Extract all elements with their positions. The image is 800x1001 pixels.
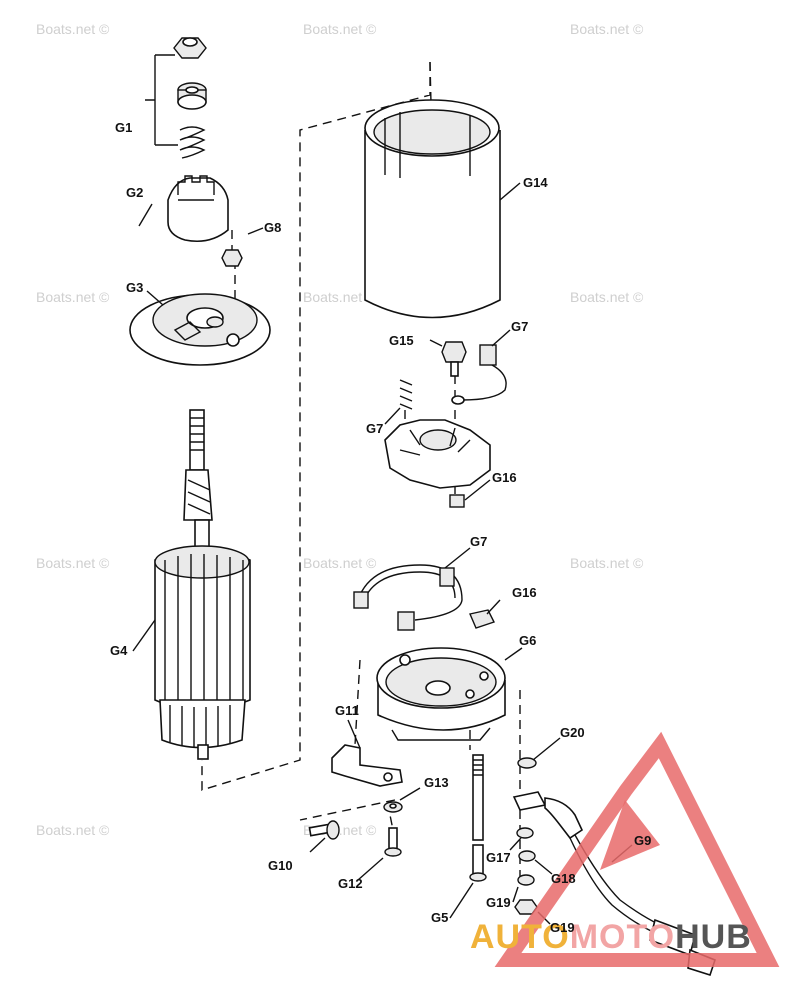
label-g7-spring: G7 — [366, 421, 383, 436]
watermark: Boats.net © — [36, 555, 110, 571]
part-g5-through-bolt — [469, 754, 487, 882]
part-g7-brush-lower — [353, 564, 463, 631]
part-g20-washer — [517, 757, 537, 769]
part-g18-washer — [518, 850, 536, 862]
watermark: Boats.net © — [303, 555, 377, 571]
part-g19-washer — [517, 874, 535, 886]
label-g1: G1 — [115, 120, 132, 135]
part-g7-brush-upper — [399, 344, 507, 410]
brand-logo: AUTOMOTOHUB — [470, 731, 780, 967]
label-g7-upper: G7 — [511, 319, 528, 334]
watermark: Boats.net © — [570, 555, 644, 571]
watermark: Boats.net © — [36, 21, 110, 37]
part-g16-clip-lower — [469, 609, 495, 629]
label-g10: G10 — [268, 858, 293, 873]
part-g3-drive-end-cap — [129, 293, 271, 366]
part-g15-bolt — [441, 341, 467, 377]
part-g10-bolt — [308, 820, 340, 840]
label-g7-lower: G7 — [470, 534, 487, 549]
svg-text:AUTOMOTOHUB: AUTOMOTOHUB — [470, 918, 752, 956]
brand-moto: MOTO — [570, 918, 675, 956]
watermark: Boats.net © — [570, 21, 644, 37]
watermark: Boats.net © — [303, 21, 377, 37]
part-g17-washer — [516, 827, 534, 839]
label-g15: G15 — [389, 333, 414, 348]
part-g8-small-nut — [221, 249, 243, 267]
label-g11: G11 — [335, 703, 359, 718]
watermark: Boats.net © — [303, 289, 377, 305]
part-g11-bracket — [331, 744, 403, 787]
label-g16-lower: G16 — [512, 585, 537, 600]
part-g13-washer — [383, 801, 403, 813]
part-g16-clip-upper — [449, 494, 465, 508]
label-g19-right: G19 — [550, 920, 575, 935]
label-g3: G3 — [126, 280, 143, 295]
label-g6: G6 — [519, 633, 536, 648]
part-g4-armature — [154, 409, 251, 760]
label-g12: G12 — [338, 876, 363, 891]
part-g12-screw — [384, 827, 402, 857]
part-brush-holder-plate — [384, 419, 491, 489]
label-g4: G4 — [110, 643, 128, 658]
label-g19-left: G19 — [486, 895, 511, 910]
label-g16-upper: G16 — [492, 470, 517, 485]
brand-auto: AUTO — [470, 918, 570, 956]
label-g5: G5 — [431, 910, 448, 925]
label-g9: G9 — [634, 833, 651, 848]
brand-hub: HUB — [675, 918, 752, 956]
label-g20: G20 — [560, 725, 585, 740]
label-g8: G8 — [264, 220, 281, 235]
label-g2: G2 — [126, 185, 143, 200]
watermark: Boats.net © — [36, 822, 110, 838]
watermarks: Boats.net © Boats.net © Boats.net © Boat… — [36, 21, 644, 838]
part-g1-nut-washer-spring — [145, 37, 207, 159]
part-g6-commutator-end-cap — [376, 647, 506, 741]
part-g14-motor-housing — [364, 99, 501, 319]
label-g13: G13 — [424, 775, 449, 790]
watermark: Boats.net © — [36, 289, 110, 305]
watermark: Boats.net © — [570, 289, 644, 305]
part-g2-drive-gear — [167, 175, 229, 243]
label-g18: G18 — [551, 871, 576, 886]
label-g17: G17 — [486, 850, 511, 865]
part-labels: G1 G2 G8 G3 G4 G14 G15 G7 G7 G16 G7 G16 … — [110, 120, 651, 935]
label-g14: G14 — [523, 175, 548, 190]
